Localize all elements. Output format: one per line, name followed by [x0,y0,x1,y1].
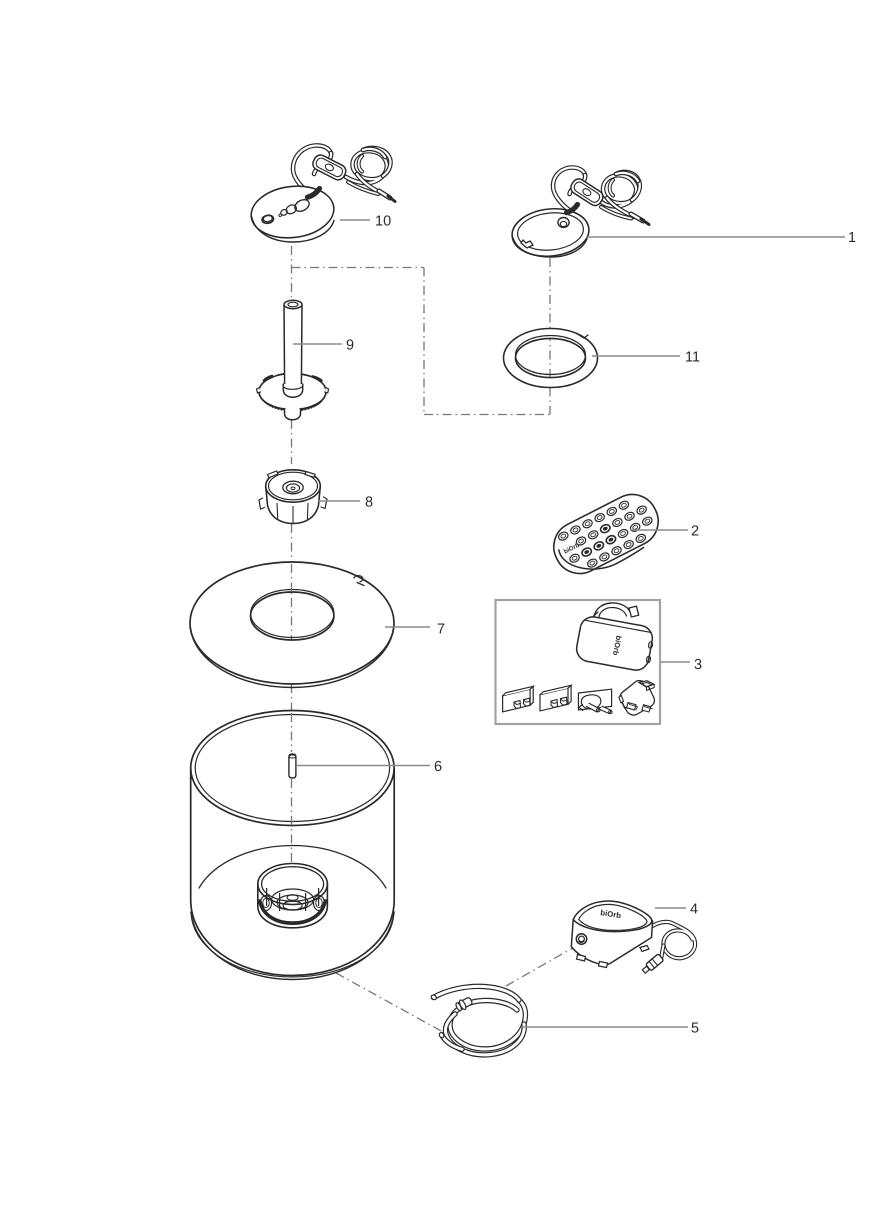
svg-text:2: 2 [691,524,699,540]
svg-text:1: 1 [848,230,856,246]
svg-text:4: 4 [690,902,698,918]
svg-text:7: 7 [437,622,445,638]
svg-text:5: 5 [691,1021,699,1037]
svg-text:9: 9 [346,338,354,354]
svg-text:10: 10 [375,214,391,230]
svg-text:6: 6 [434,759,442,775]
svg-text:8: 8 [365,495,373,511]
svg-text:11: 11 [685,350,700,366]
svg-text:3: 3 [694,657,702,673]
